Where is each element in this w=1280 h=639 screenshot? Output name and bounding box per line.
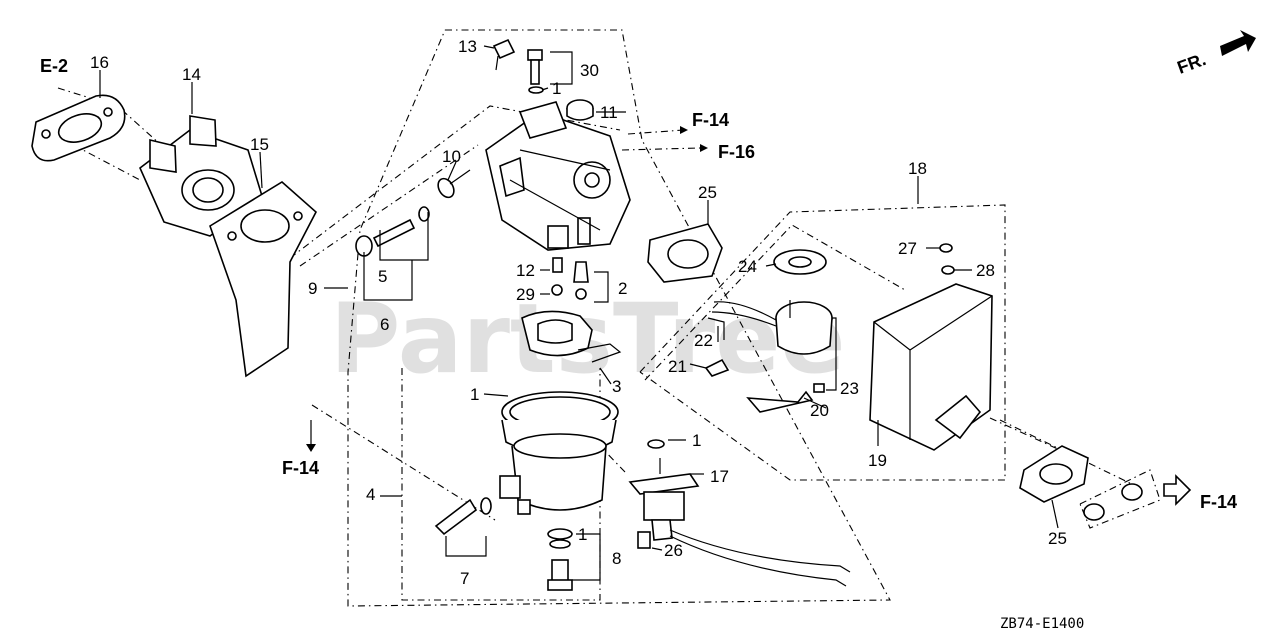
callout-19: 19 (868, 451, 887, 470)
carburetor-body (485, 101, 631, 251)
air-cleaner-case-19 (869, 283, 993, 451)
air-cleaner-inner-outline (644, 224, 906, 381)
cap-11 (566, 99, 594, 121)
callout-25-top: 25 (698, 183, 717, 202)
gasket-25-leader (989, 417, 1061, 451)
callout-24: 24 (738, 257, 757, 276)
fuel-cut-solenoid-17 (628, 439, 851, 587)
front-arrow-icon (1220, 30, 1256, 56)
nut-23 (813, 383, 825, 393)
callout-4: 4 (366, 485, 375, 504)
gasket-25-bottom (1019, 445, 1089, 503)
intake-leader-2 (299, 144, 479, 267)
callout-28: 28 (976, 261, 995, 280)
drain-screw-7 (434, 497, 492, 536)
float-3 (521, 310, 622, 363)
screw-set-5 (355, 206, 430, 257)
float-bowl (499, 391, 619, 515)
callout-13: 13 (458, 37, 477, 56)
callout-18: 18 (908, 159, 927, 178)
gasket-16-leader (121, 109, 181, 163)
callout-9: 9 (308, 279, 317, 298)
washer-28 (941, 265, 955, 275)
callout-1-top: 1 (552, 79, 561, 98)
diagram-code: ZB74-E1400 (1000, 616, 1084, 632)
choke-assembly-20 (711, 300, 833, 413)
gasket-plate-15 (209, 181, 317, 378)
callout-10: 10 (442, 147, 461, 166)
callouts: 16 14 15 9 13 30 1 11 10 5 6 12 29 2 3 1… (90, 37, 1067, 588)
screw-26 (637, 531, 651, 549)
needle-30 (527, 49, 544, 94)
f14-left-leader (311, 404, 496, 521)
ref-f14-top: F-14 (692, 110, 729, 130)
callout-30: 30 (580, 61, 599, 80)
clip-21 (704, 358, 730, 377)
front-label: FR. (1175, 49, 1209, 78)
callout-1-bowl: 1 (470, 385, 479, 404)
air-cleaner-outline (639, 204, 1006, 481)
ref-f16: F-16 (718, 142, 755, 162)
f14-left-arrowhead (306, 444, 316, 452)
gasket-25-top (647, 223, 723, 283)
callout-2: 2 (618, 279, 627, 298)
callout-3: 3 (612, 377, 621, 396)
callout-27: 27 (898, 239, 917, 258)
nuts (1079, 469, 1161, 529)
grommet-24 (773, 249, 827, 275)
callout-29: 29 (516, 285, 535, 304)
f16-leader (621, 147, 701, 151)
callout-8: 8 (612, 549, 621, 568)
callout-14: 14 (182, 65, 201, 84)
callout-22: 22 (694, 331, 713, 350)
callout-16: 16 (90, 53, 109, 72)
jet-2 (573, 261, 589, 300)
insulator-14 (139, 115, 263, 237)
callout-11: 11 (600, 103, 618, 122)
f14-top-leader (627, 129, 685, 135)
screw-10 (437, 169, 471, 199)
callout-23: 23 (840, 379, 859, 398)
arrow-f14-right (1163, 474, 1192, 506)
callout-12: 12 (516, 261, 535, 280)
callout-21: 21 (668, 357, 687, 376)
callout-26: 26 (664, 541, 683, 560)
leader-lines (99, 45, 1059, 581)
callout-1-washer: 1 (692, 431, 701, 450)
jet-12 (551, 257, 563, 296)
e2-leader (57, 87, 91, 99)
callout-7: 7 (460, 569, 469, 588)
drain-bolt-8 (547, 528, 573, 591)
ref-f14-left: F-14 (282, 458, 319, 478)
callout-5: 5 (378, 267, 387, 286)
nut-27 (939, 243, 953, 253)
callout-6: 6 (380, 315, 389, 334)
callout-1-drain: 1 (578, 525, 587, 544)
callout-17: 17 (710, 467, 729, 486)
ref-e2: E-2 (40, 56, 68, 76)
callout-20: 20 (810, 401, 829, 420)
ref-f14-right: F-14 (1200, 492, 1237, 512)
gasket-16 (31, 94, 126, 162)
screw-13 (492, 38, 516, 71)
f16-arrowhead (700, 144, 708, 152)
callout-15: 15 (250, 135, 269, 154)
intake-gasket-leader (289, 105, 621, 259)
callout-25-bottom: 25 (1048, 529, 1067, 548)
lever-22 (707, 317, 725, 340)
